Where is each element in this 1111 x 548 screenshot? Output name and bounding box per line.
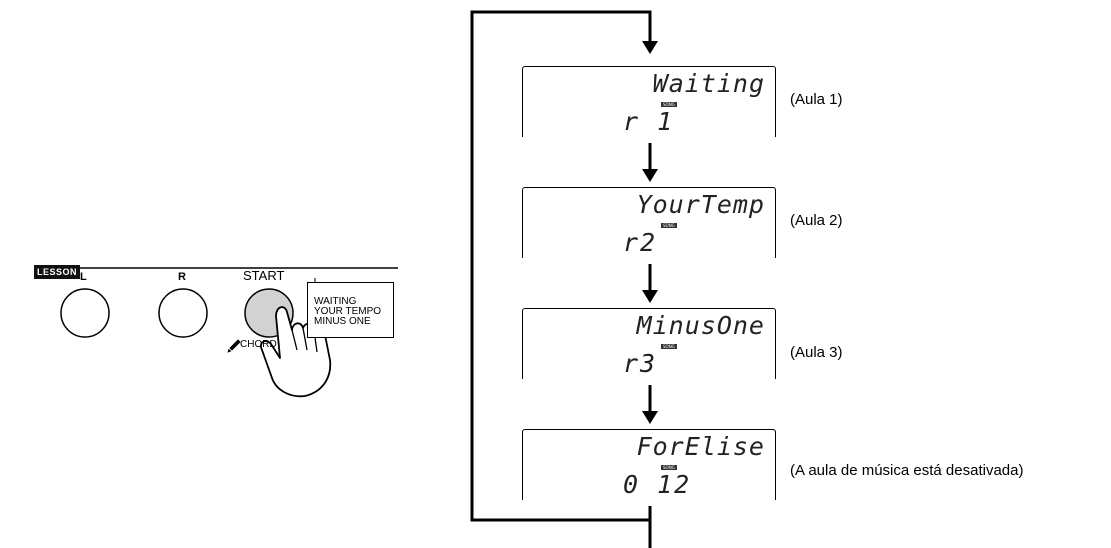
lcd-number: 0 12: [623, 470, 691, 499]
lesson-mode-box: WAITING YOUR TEMPO MINUS ONE: [307, 282, 394, 338]
song-indicator: SONG: [661, 223, 677, 228]
mode-minus-one: MINUS ONE: [314, 317, 393, 327]
start-button-label: START: [243, 268, 284, 283]
lcd-number: r3: [623, 349, 657, 378]
lesson-tag: LESSON: [34, 265, 80, 279]
display-4-label: (A aula de música está desativada): [790, 462, 1023, 479]
lcd-display-3: MinusOne SONG r3: [522, 308, 776, 379]
pen-icon: [228, 340, 240, 352]
lcd-number: r2: [623, 228, 657, 257]
display-2-label: (Aula 2): [790, 212, 843, 229]
lcd-display-1: Waiting SONG r 1: [522, 66, 776, 137]
l-button-label: L: [80, 271, 87, 283]
l-button: [61, 289, 109, 337]
r-button: [159, 289, 207, 337]
display-3-label: (Aula 3): [790, 344, 843, 361]
lcd-text: ForElise: [637, 432, 765, 461]
lcd-display-4: ForElise SONG 0 12: [522, 429, 776, 500]
lcd-display-2: YourTemp SONG r2: [522, 187, 776, 258]
lcd-text: Waiting: [653, 69, 765, 98]
r-button-label: R: [178, 271, 186, 283]
arrow-into-display-3: [642, 290, 658, 303]
arrow-into-display-2: [642, 169, 658, 182]
song-indicator: SONG: [661, 344, 677, 349]
display-1-label: (Aula 1): [790, 91, 843, 108]
arrow-into-display-1: [642, 41, 658, 54]
chord-label: CHORD: [240, 339, 277, 350]
arrow-into-display-4: [642, 411, 658, 424]
lcd-number: r 1: [623, 107, 674, 136]
lcd-text: YourTemp: [637, 190, 765, 219]
lcd-text: MinusOne: [637, 311, 765, 340]
